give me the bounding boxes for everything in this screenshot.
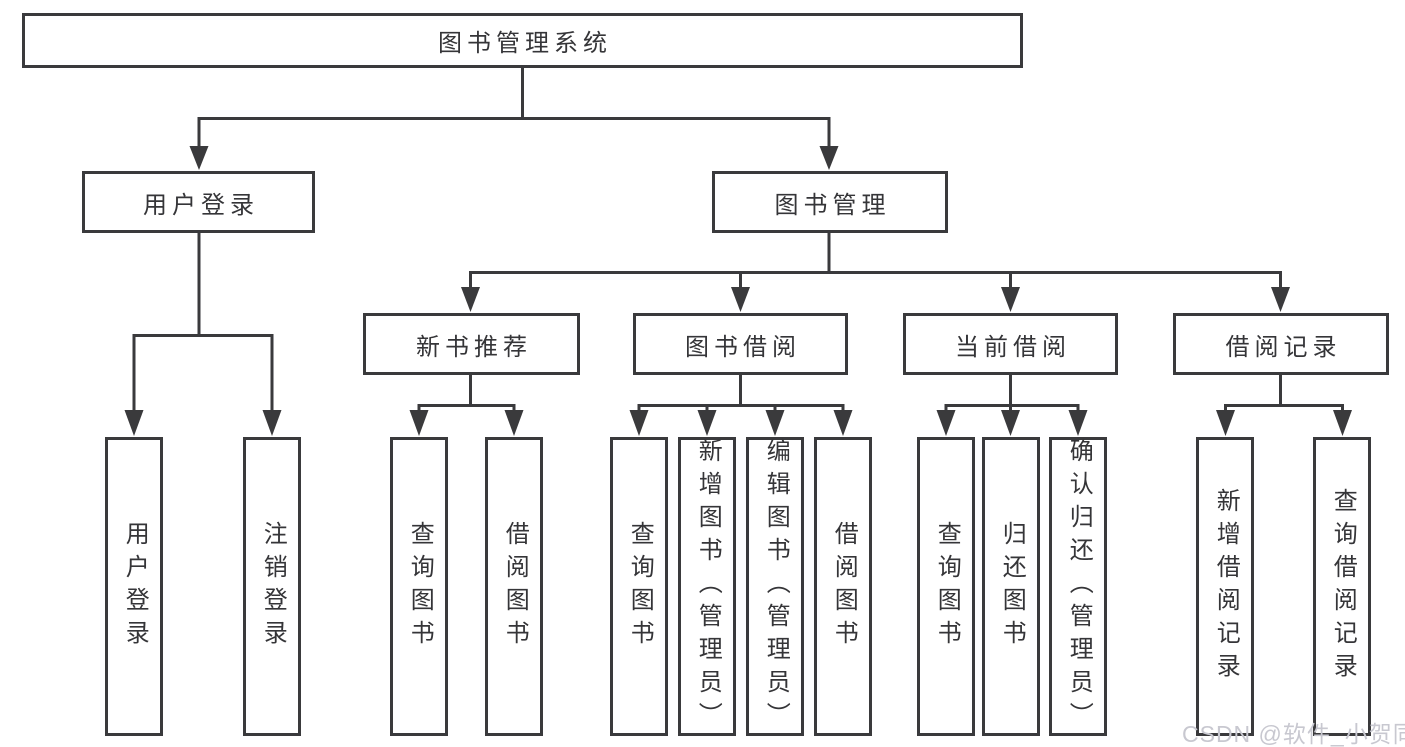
arrow-down-icon <box>629 410 649 436</box>
arrow-down-icon <box>765 410 785 436</box>
arrow-down-icon <box>189 146 209 170</box>
leaf-current-return-books: 归还图书 <box>982 437 1040 736</box>
connector-root-to-level2 <box>189 66 839 170</box>
leaf-current-query-books: 查询图书 <box>917 437 975 736</box>
leaf-records-add-record: 新增借阅记录 <box>1196 437 1254 736</box>
connector-manage-to-level3 <box>461 233 1290 312</box>
leaf-recommend-query-books: 查询图书 <box>390 437 448 736</box>
node-book-management-label: 图书管理 <box>774 191 891 219</box>
node-user-login-label: 用户登录 <box>143 191 259 219</box>
arrow-down-icon <box>833 410 853 436</box>
connector-recommend-to-leaves <box>409 375 524 436</box>
node-current-borrowing-label: 当前借阅 <box>955 333 1071 361</box>
arrow-down-icon <box>819 146 839 170</box>
node-current-borrowing: 当前借阅 <box>903 313 1118 375</box>
leaf-recommend-borrow-books: 借阅图书 <box>485 437 543 736</box>
arrow-down-icon <box>1271 287 1290 312</box>
arrow-down-icon <box>409 410 429 436</box>
watermark: CSDN @软件_小贺同学 <box>1182 721 1405 747</box>
arrow-down-icon <box>1333 410 1352 436</box>
node-root: 图书管理系统 <box>22 13 1023 68</box>
leaf-borrowing-borrow-books: 借阅图书 <box>814 437 872 736</box>
arrow-down-icon <box>1001 287 1020 312</box>
leaf-current-confirm-return: 确认归还（管理员） <box>1049 437 1107 736</box>
arrow-down-icon <box>936 410 956 436</box>
arrow-down-icon <box>697 410 717 436</box>
leaf-borrowing-add-books: 新增图书（管理员） <box>678 437 736 736</box>
arrow-down-icon <box>1068 410 1088 436</box>
node-new-book-recommend-label: 新书推荐 <box>416 333 532 361</box>
leaf-user-login: 用户登录 <box>105 437 163 736</box>
arrow-down-icon <box>1216 410 1235 436</box>
arrow-down-icon <box>731 287 750 312</box>
node-borrow-records-label: 借阅记录 <box>1225 333 1342 361</box>
node-borrow-records: 借阅记录 <box>1173 313 1389 375</box>
arrow-down-icon <box>504 410 524 436</box>
leaf-records-query-record: 查询借阅记录 <box>1313 437 1371 736</box>
connector-borrowing-to-leaves <box>629 375 853 436</box>
leaf-borrowing-query-books: 查询图书 <box>610 437 668 736</box>
node-book-borrowing: 图书借阅 <box>633 313 848 375</box>
node-book-management: 图书管理 <box>712 171 948 233</box>
arrow-down-icon <box>124 410 144 436</box>
node-book-borrowing-label: 图书借阅 <box>685 333 801 361</box>
connector-login-to-leaves <box>124 233 282 436</box>
connector-current-to-leaves <box>936 375 1088 436</box>
leaf-borrowing-edit-books: 编辑图书（管理员） <box>746 437 804 736</box>
arrow-down-icon <box>262 410 282 436</box>
node-new-book-recommend: 新书推荐 <box>363 313 580 375</box>
arrow-down-icon <box>461 287 480 312</box>
node-root-label: 图书管理系统 <box>438 30 612 57</box>
leaf-logout: 注销登录 <box>243 437 301 736</box>
node-user-login: 用户登录 <box>82 171 315 233</box>
connector-records-to-leaves <box>1216 375 1352 436</box>
arrow-down-icon <box>1001 410 1020 436</box>
